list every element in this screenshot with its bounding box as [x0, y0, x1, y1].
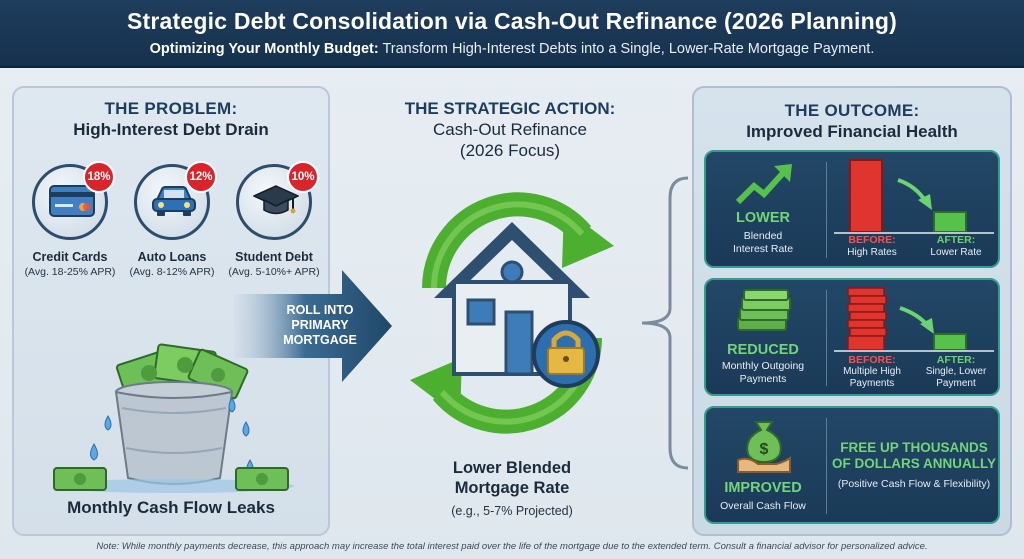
- rate-badge: 10%: [287, 161, 319, 193]
- house-refinance-illustration: [410, 192, 614, 434]
- outcome-heading: THE OUTCOME: Improved Financial Health: [694, 100, 1010, 142]
- graduation-cap-icon: [253, 185, 299, 215]
- debt-name: Credit Cards: [32, 250, 108, 264]
- refresh-arrows-icon: [410, 192, 614, 434]
- problem-heading: THE PROBLEM: High-Interest Debt Drain: [14, 98, 328, 140]
- outcome-card-reduced-payments: REDUCED Monthly Outgoing Payments BEFORE…: [704, 278, 1000, 396]
- roll-arrow-icon: [234, 270, 392, 382]
- leaking-bucket-illustration: [53, 343, 294, 493]
- outcome-bracket: [641, 176, 689, 470]
- rate-line: Mortgage Rate: [454, 479, 570, 497]
- spilled-bills-icon: [53, 467, 294, 493]
- action-heading: THE STRATEGIC ACTION: Cash-Out Refinance…: [380, 98, 640, 161]
- svg-text:$: $: [760, 441, 769, 458]
- rate-note: (e.g., 5-7% Projected): [451, 504, 573, 518]
- outcome-panel: THE OUTCOME: Improved Financial Health L…: [692, 86, 1012, 536]
- roll-line: MORTGAGE: [283, 333, 357, 347]
- bucket-icon: [114, 381, 234, 485]
- roll-into-mortgage-label: ROLL INTO PRIMARY MORTGAGE: [268, 303, 372, 348]
- debt-apr: (Avg. 8-12% APR): [129, 266, 215, 278]
- desc-line: Payment: [936, 378, 976, 389]
- debt-auto-loans: 12% Auto Loans (Avg. 8-12% APR): [122, 161, 222, 278]
- credit-card-icon: [49, 185, 95, 217]
- card-divider: [826, 290, 827, 386]
- action-title-line2: (2026 Focus): [459, 141, 561, 160]
- after-bar: [933, 211, 967, 233]
- after-desc: Single, Lower Payment: [916, 366, 996, 390]
- header-banner: Strategic Debt Consolidation via Cash-Ou…: [0, 0, 1024, 68]
- cash-stack-icon: [737, 289, 791, 331]
- rate-line: Lower Blended: [452, 459, 572, 477]
- desc-line: Single, Lower: [925, 366, 987, 377]
- desc-line: Payments: [849, 378, 895, 389]
- before-after-bars: [834, 287, 994, 352]
- money-bag-hand-icon: $: [737, 421, 791, 473]
- desc-line: Multiple High: [843, 366, 901, 377]
- outcome-word: IMPROVED: [724, 480, 802, 496]
- after-label: AFTER:: [936, 234, 976, 246]
- rate-badge: 12%: [185, 161, 217, 193]
- debt-credit-cards: 18% Credit Cards (Avg. 18-25% APR): [20, 161, 120, 278]
- outcome-card-lower-rate: LOWER Blended Interest Rate BEFORE: High…: [704, 150, 1000, 268]
- free-up-headline: FREE UP THOUSANDS OF DOLLARS ANNUALLY: [828, 440, 998, 472]
- debt-icon-circle: 10%: [236, 161, 319, 240]
- blended-rate-label: Lower Blended Mortgage Rate (e.g., 5-7% …: [404, 458, 620, 518]
- outcome-desc: Blended Interest Rate: [708, 230, 818, 256]
- debt-icon-circle: 18%: [32, 161, 115, 240]
- debt-student: 10% Student Debt (Avg. 5-10%+ APR): [224, 161, 324, 278]
- roll-line: PRIMARY: [291, 318, 349, 332]
- lock-icon: [532, 320, 600, 388]
- outcome-desc: Monthly Outgoing Payments: [708, 360, 818, 386]
- debt-apr: (Avg. 5-10%+ APR): [228, 266, 320, 278]
- headline-line: OF DOLLARS ANNUALLY: [832, 456, 996, 471]
- debt-icon-circle: 12%: [134, 161, 217, 240]
- outcome-title: Improved Financial Health: [746, 122, 958, 141]
- headline-line: FREE UP THOUSANDS: [840, 440, 988, 455]
- desc-line: Blended: [743, 230, 783, 242]
- outcome-word: LOWER: [736, 210, 790, 226]
- outcome-kicker: THE OUTCOME:: [784, 101, 920, 120]
- car-icon: [152, 186, 196, 216]
- subtitle-lead: Optimizing Your Monthly Budget:: [149, 41, 379, 57]
- before-after-bars: [834, 159, 994, 234]
- water-drops-icon: [90, 397, 254, 477]
- after-bar: [933, 333, 967, 351]
- outcome-card-improved-cash-flow: $ IMPROVED Overall Cash Flow FREE UP THO…: [704, 406, 1000, 524]
- desc-line: Monthly Outgoing: [721, 360, 805, 372]
- before-bar: [849, 159, 883, 233]
- page-subtitle: Optimizing Your Monthly Budget: Transfor…: [0, 41, 1024, 57]
- leak-label: Monthly Cash Flow Leaks: [67, 498, 275, 517]
- before-desc: Multiple High Payments: [832, 366, 912, 390]
- debt-name: Auto Loans: [137, 250, 207, 264]
- rate-badge: 18%: [83, 161, 115, 193]
- card-divider: [826, 162, 827, 258]
- before-label: BEFORE:: [848, 234, 896, 246]
- subtitle-text: Transform High-Interest Debts into a Sin…: [382, 41, 875, 57]
- debt-apr: (Avg. 18-25% APR): [24, 266, 116, 278]
- after-label: AFTER:: [936, 354, 976, 366]
- trend-up-icon: [735, 164, 792, 205]
- desc-line: Interest Rate: [732, 243, 794, 255]
- card-divider: [826, 418, 827, 514]
- action-title-line1: Cash-Out Refinance: [432, 120, 588, 139]
- before-label: BEFORE:: [848, 354, 896, 366]
- outcome-word: REDUCED: [727, 342, 799, 358]
- disclaimer-note: Note: While monthly payments decrease, t…: [96, 541, 928, 552]
- problem-kicker: THE PROBLEM:: [104, 99, 238, 118]
- debt-name: Student Debt: [235, 250, 313, 264]
- problem-title: High-Interest Debt Drain: [73, 120, 269, 139]
- free-up-subtext: (Positive Cash Flow & Flexibility): [837, 478, 991, 490]
- before-desc: High Rates: [847, 247, 897, 258]
- action-kicker: THE STRATEGIC ACTION:: [404, 99, 616, 118]
- desc-line: Payments: [739, 373, 787, 385]
- after-desc: Lower Rate: [930, 247, 982, 258]
- before-stack: [847, 287, 887, 351]
- page-title: Strategic Debt Consolidation via Cash-Ou…: [127, 8, 897, 34]
- roll-line: ROLL INTO: [286, 303, 354, 317]
- outcome-desc: Overall Cash Flow: [720, 500, 806, 512]
